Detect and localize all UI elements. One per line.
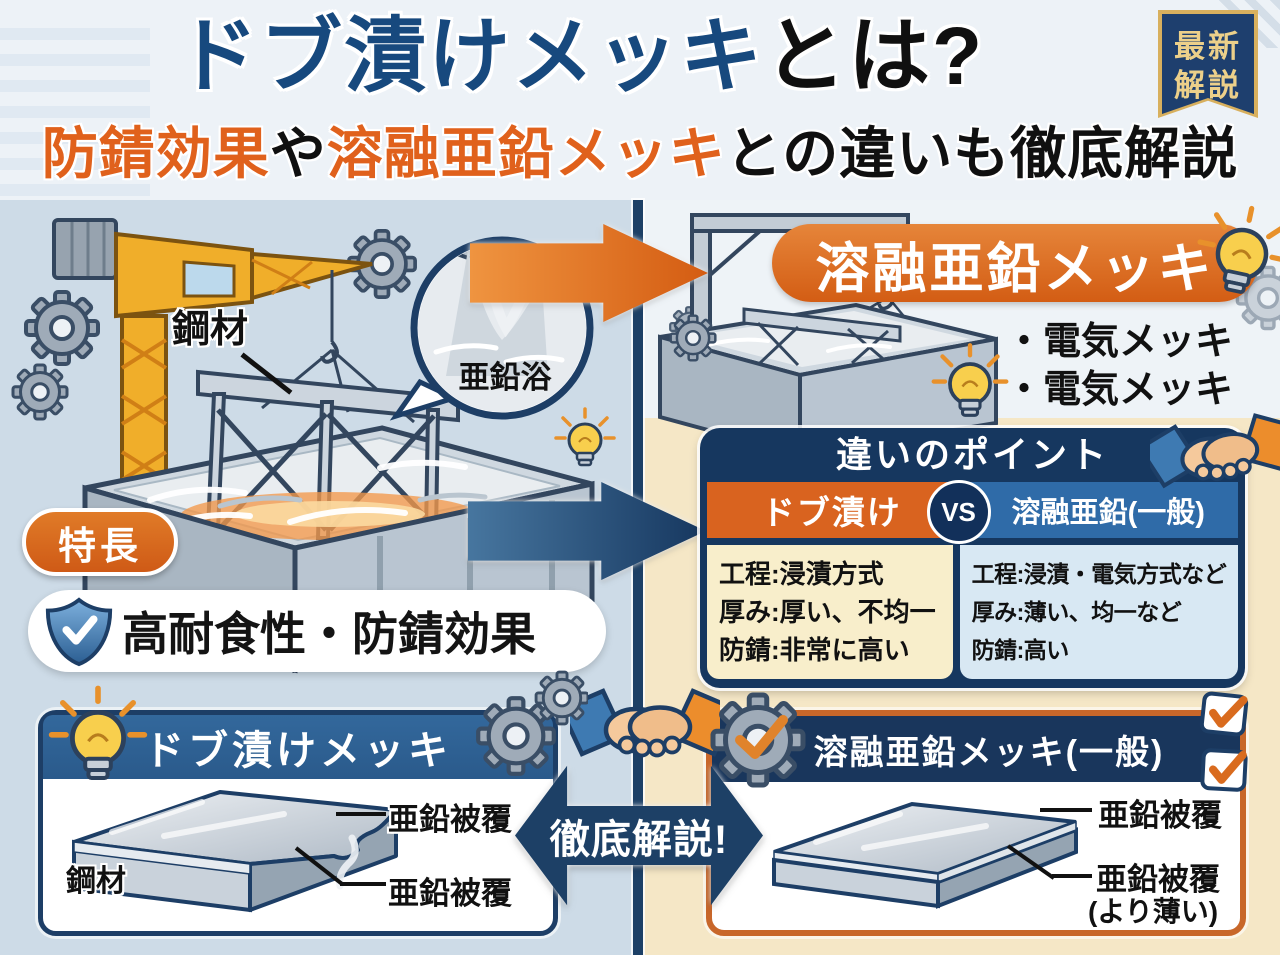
coating-label: 亜鉛被覆 (388, 876, 512, 911)
coating-callout-line (336, 812, 386, 816)
gears-icon (468, 670, 588, 778)
gear-decor (669, 314, 717, 362)
comparison-panel: 違いのポイント ドブ漬け 溶融亜鉛(一般) VS 工程:浸漬方式 厚み:厚い、不… (700, 428, 1245, 688)
title-main: ドブ漬けメッキ (175, 11, 764, 102)
blueprint-decor (0, 28, 150, 208)
lightbulb-icon (1190, 202, 1280, 302)
coating-label-note: (より薄い) (1088, 896, 1219, 927)
steel-label: 鋼材 (172, 309, 249, 351)
checkbox-icons (1188, 686, 1262, 808)
checkbox-icon (1202, 750, 1246, 790)
comparison-body: 工程:浸漬方式 厚み:厚い、不均一 防錆:非常に高い 工程:浸漬・電気方式など … (707, 545, 1239, 679)
coating-callout-line (340, 882, 386, 886)
latest-ribbon-badge: 最新 解説 (1158, 10, 1258, 118)
subtitle-part2: や (269, 122, 327, 185)
coating-label: 亜鉛被覆 (388, 802, 512, 837)
thin-coated-plate-illustration (772, 801, 1078, 909)
crane-illustration (52, 218, 373, 520)
lightbulb-icon (554, 407, 616, 467)
comparison-right-cell: 工程:浸漬・電気方式など 厚み:薄い、均一など 防錆:高い (959, 545, 1239, 679)
comparison-left-header: ドブ漬け (707, 482, 957, 538)
gear-icon (24, 290, 100, 366)
checkbox-icon (1201, 693, 1247, 735)
title-suffix: とは? (763, 11, 985, 102)
shield-check-icon (42, 591, 116, 671)
general-panel-header: 溶融亜鉛メッキ(一般) (712, 716, 1240, 782)
coating-callout-line (1040, 808, 1092, 812)
features-badge: 特長 (22, 508, 178, 576)
lightbulb-icon (925, 338, 1015, 428)
dobuzuke-panel-header: ドブ漬けメッキ (43, 715, 553, 779)
double-arrow-label: 徹底解説! (549, 817, 729, 862)
page-subtitle: 防錆効果や溶融亜鉛メッキとの違いも徹底解説 (0, 118, 1280, 191)
features-bar: 高耐食性・防錆効果 (28, 590, 606, 672)
gear-check-icon (708, 688, 808, 788)
comparison-header-row: ドブ漬け 溶融亜鉛(一般) VS (707, 480, 1238, 544)
comparison-title: 違いのポイント (835, 434, 1109, 475)
handshake-icon (570, 678, 720, 778)
flow-arrow-middle (468, 480, 706, 582)
mini-truss (742, 307, 902, 367)
coating-label: 亜鉛被覆 (1096, 862, 1220, 897)
subtitle-part3: 溶融亜鉛メッキ (326, 122, 726, 185)
table-row: 防錆:高い (971, 637, 1070, 663)
table-row: 工程:浸漬方式 (719, 559, 884, 589)
coating-label: 亜鉛被覆 (1098, 798, 1222, 833)
flow-arrow-top (470, 222, 708, 324)
badge-line2: 解説 (1174, 67, 1242, 103)
liquid-swirls (147, 459, 468, 525)
comparison-right-header: 溶融亜鉛(一般) (956, 482, 1238, 538)
vs-badge: VS (926, 480, 991, 544)
table-row: 工程:浸漬・電気方式など (971, 561, 1227, 587)
center-divider (633, 200, 643, 955)
comparison-left-cell: 工程:浸漬方式 厚み:厚い、不均一 防錆:非常に高い (707, 545, 953, 679)
list-item: ・電気メッキ (1005, 321, 1234, 363)
table-row: 厚み:薄い、均一など (971, 599, 1182, 625)
list-item: ・電気メッキ (1005, 369, 1234, 411)
table-row: 厚み:厚い、不均一 (719, 597, 936, 627)
gear-icon (11, 363, 69, 421)
features-text: 高耐食性・防錆効果 (122, 608, 536, 660)
table-row: 防錆:非常に高い (719, 635, 910, 665)
subtitle-part1: 防錆効果 (41, 122, 270, 185)
coating-callout-line (1052, 874, 1092, 878)
zinc-bath-label: 亜鉛浴 (458, 360, 552, 395)
subtitle-part4: との違いも徹底解説 (725, 122, 1239, 185)
plating-types-list: ・電気メッキ ・電気メッキ (1005, 318, 1233, 414)
double-arrow: 徹底解説! (515, 758, 763, 913)
steel-label: 鋼材 (66, 865, 126, 898)
steel-truss-illustration (196, 369, 460, 540)
thick-coated-plate-illustration (72, 790, 398, 913)
lightbulb-icon (40, 682, 150, 792)
galvanizing-banner: 溶融亜鉛メッキ (772, 224, 1258, 302)
page-title: ドブ漬けメッキとは? (0, 6, 1160, 109)
handshake-icon (1150, 408, 1280, 498)
badge-line1: 最新 (1174, 29, 1242, 64)
